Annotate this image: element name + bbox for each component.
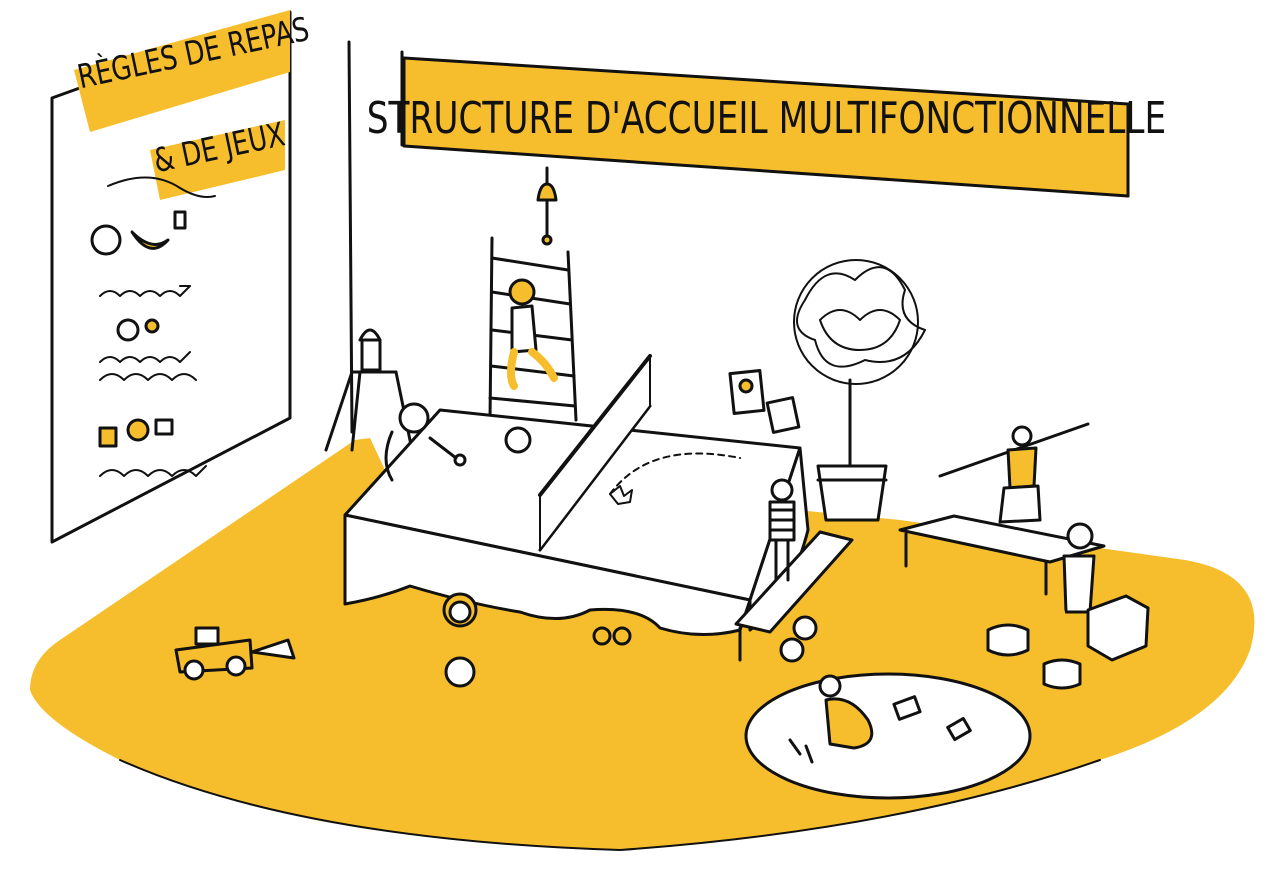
wall-corner-line <box>347 40 354 434</box>
bench-right <box>898 514 1106 596</box>
high-chair <box>324 328 414 452</box>
child-right <box>1057 522 1096 663</box>
soft-block <box>986 623 1030 657</box>
ball-icon <box>792 615 818 641</box>
child-player <box>384 402 467 482</box>
wall-drawing <box>765 396 801 434</box>
potted-tree <box>793 259 926 522</box>
children-under-table <box>442 592 632 646</box>
rules-poster <box>50 10 292 544</box>
bell-icon <box>536 166 558 246</box>
bench-left <box>734 530 854 662</box>
child-with-stick <box>938 422 1090 524</box>
soft-block <box>1042 658 1082 690</box>
ball-icon <box>779 637 805 663</box>
wall-ladder <box>488 236 578 422</box>
child-standing <box>768 478 796 582</box>
ping-pong-table <box>343 354 810 636</box>
toy-tractor-icon <box>174 626 296 681</box>
ball-icon <box>444 656 476 688</box>
drawing-mat <box>744 672 1032 800</box>
title-banner <box>400 50 1130 198</box>
soft-block <box>1086 594 1150 662</box>
